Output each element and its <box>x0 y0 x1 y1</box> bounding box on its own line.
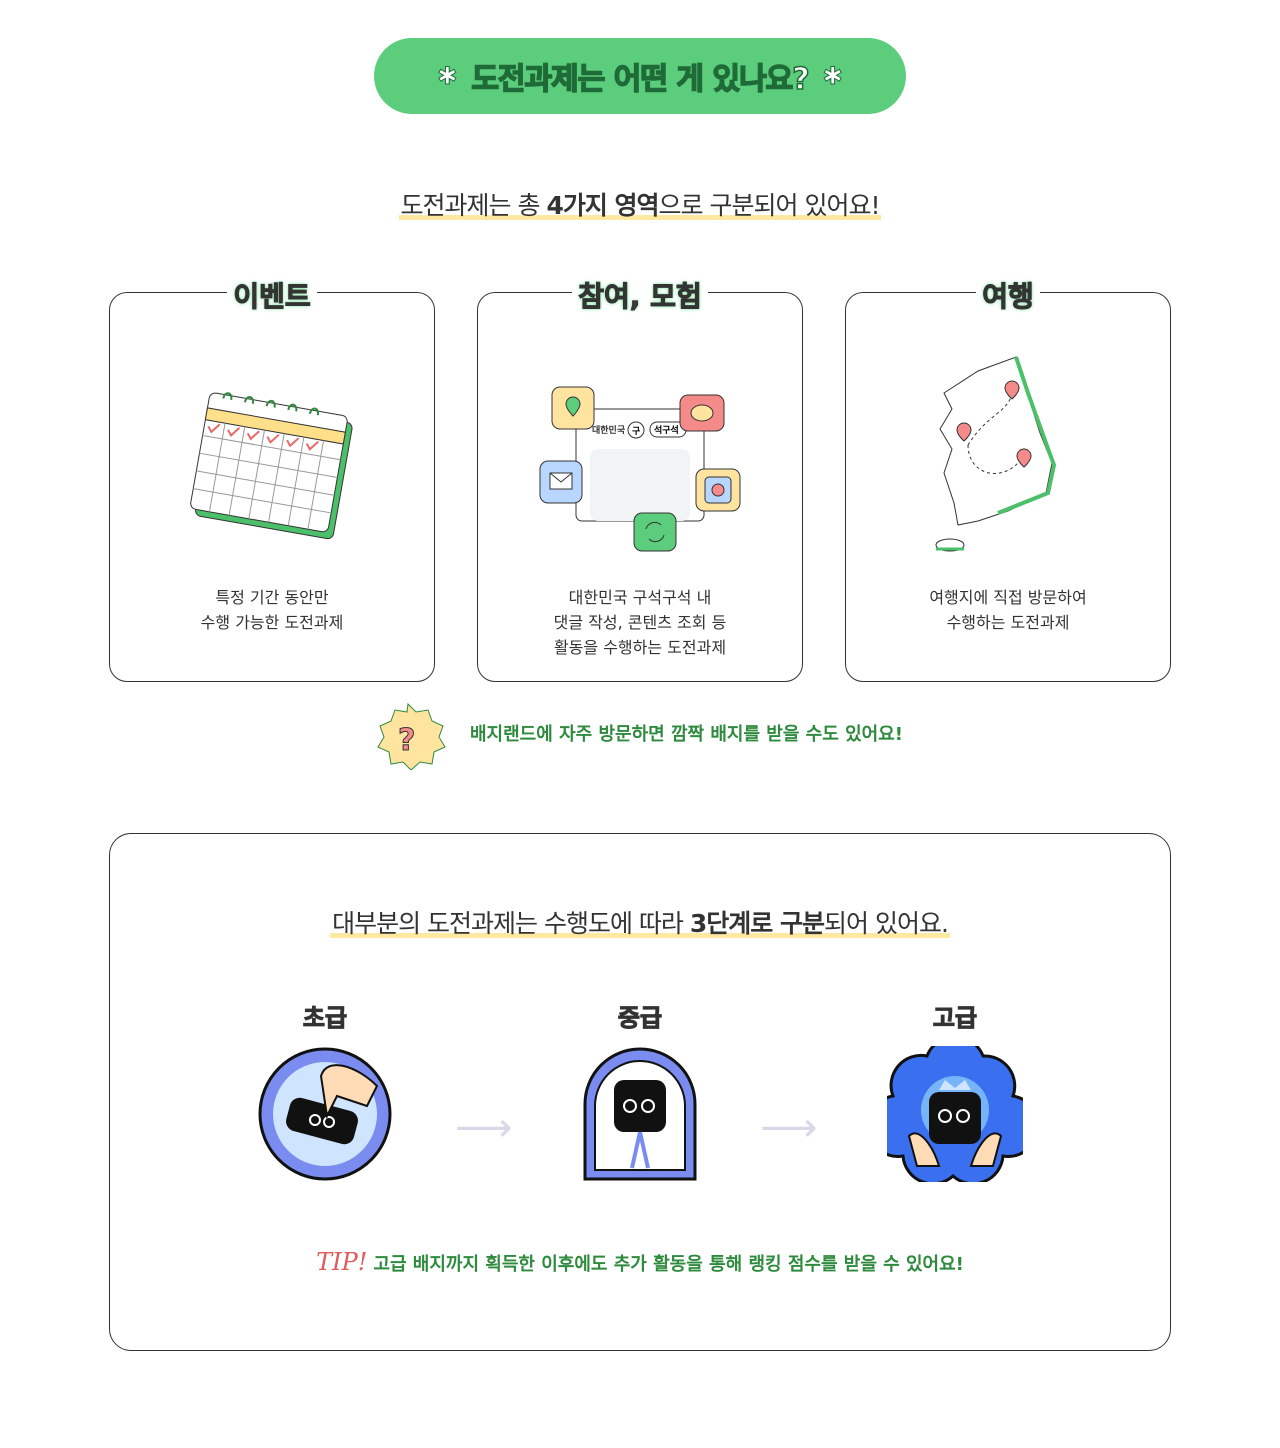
card-title: 여행 <box>976 280 1040 314</box>
arrow-icon: ⟶ <box>455 1105 513 1151</box>
areas-intro: 도전과제는 총 4가지 영역으로 구분되어 있어요! <box>398 191 882 220</box>
intermediate-badge-icon <box>583 1047 697 1181</box>
levels-panel <box>109 833 1171 1351</box>
svg-text:석구석: 석구석 <box>654 424 679 436</box>
level-beginner-label: 초급 <box>302 1004 348 1033</box>
question-badge-icon: ? <box>377 702 446 770</box>
badge-land-hint: 배지랜드에 자주 방문하면 깜짝 배지를 받을 수도 있어요! <box>470 724 903 745</box>
logo-text: 대한민국 <box>592 424 626 436</box>
level-advanced-label: 고급 <box>932 1004 978 1033</box>
level-intermediate-label: 중급 <box>617 1004 663 1033</box>
flower-icon: ✱ <box>822 62 843 91</box>
advanced-badge-icon <box>887 1046 1023 1182</box>
tip-label: TIP! <box>316 1248 368 1276</box>
arrow-icon: ⟶ <box>760 1105 818 1151</box>
title-banner: ✱ 도전과제는 어떤 게 있나요? ✱ <box>374 38 906 114</box>
svg-text:구: 구 <box>632 426 640 437</box>
title-highlight: 도전과제 <box>471 61 580 98</box>
beginner-badge-icon <box>258 1047 392 1181</box>
tip-text: TIP!고급 배지까지 획득한 이후에도 추가 활동을 통해 랭킹 점수를 받을… <box>316 1248 964 1276</box>
korea-map-icon <box>935 356 1057 552</box>
social-activity-icon: 대한민국 구 석구석 <box>539 386 741 552</box>
card-title: 참여, 모험 <box>572 280 708 314</box>
levels-intro: 대부분의 도전과제는 수행도에 따라 3단계로 구분되어 있어요. <box>330 909 950 938</box>
calendar-icon <box>190 392 353 540</box>
svg-text:?: ? <box>398 723 415 758</box>
title-rest: 는 어떤 게 있나요? <box>577 61 810 98</box>
flower-icon: ✱ <box>437 62 458 91</box>
card-title: 이벤트 <box>227 280 317 314</box>
